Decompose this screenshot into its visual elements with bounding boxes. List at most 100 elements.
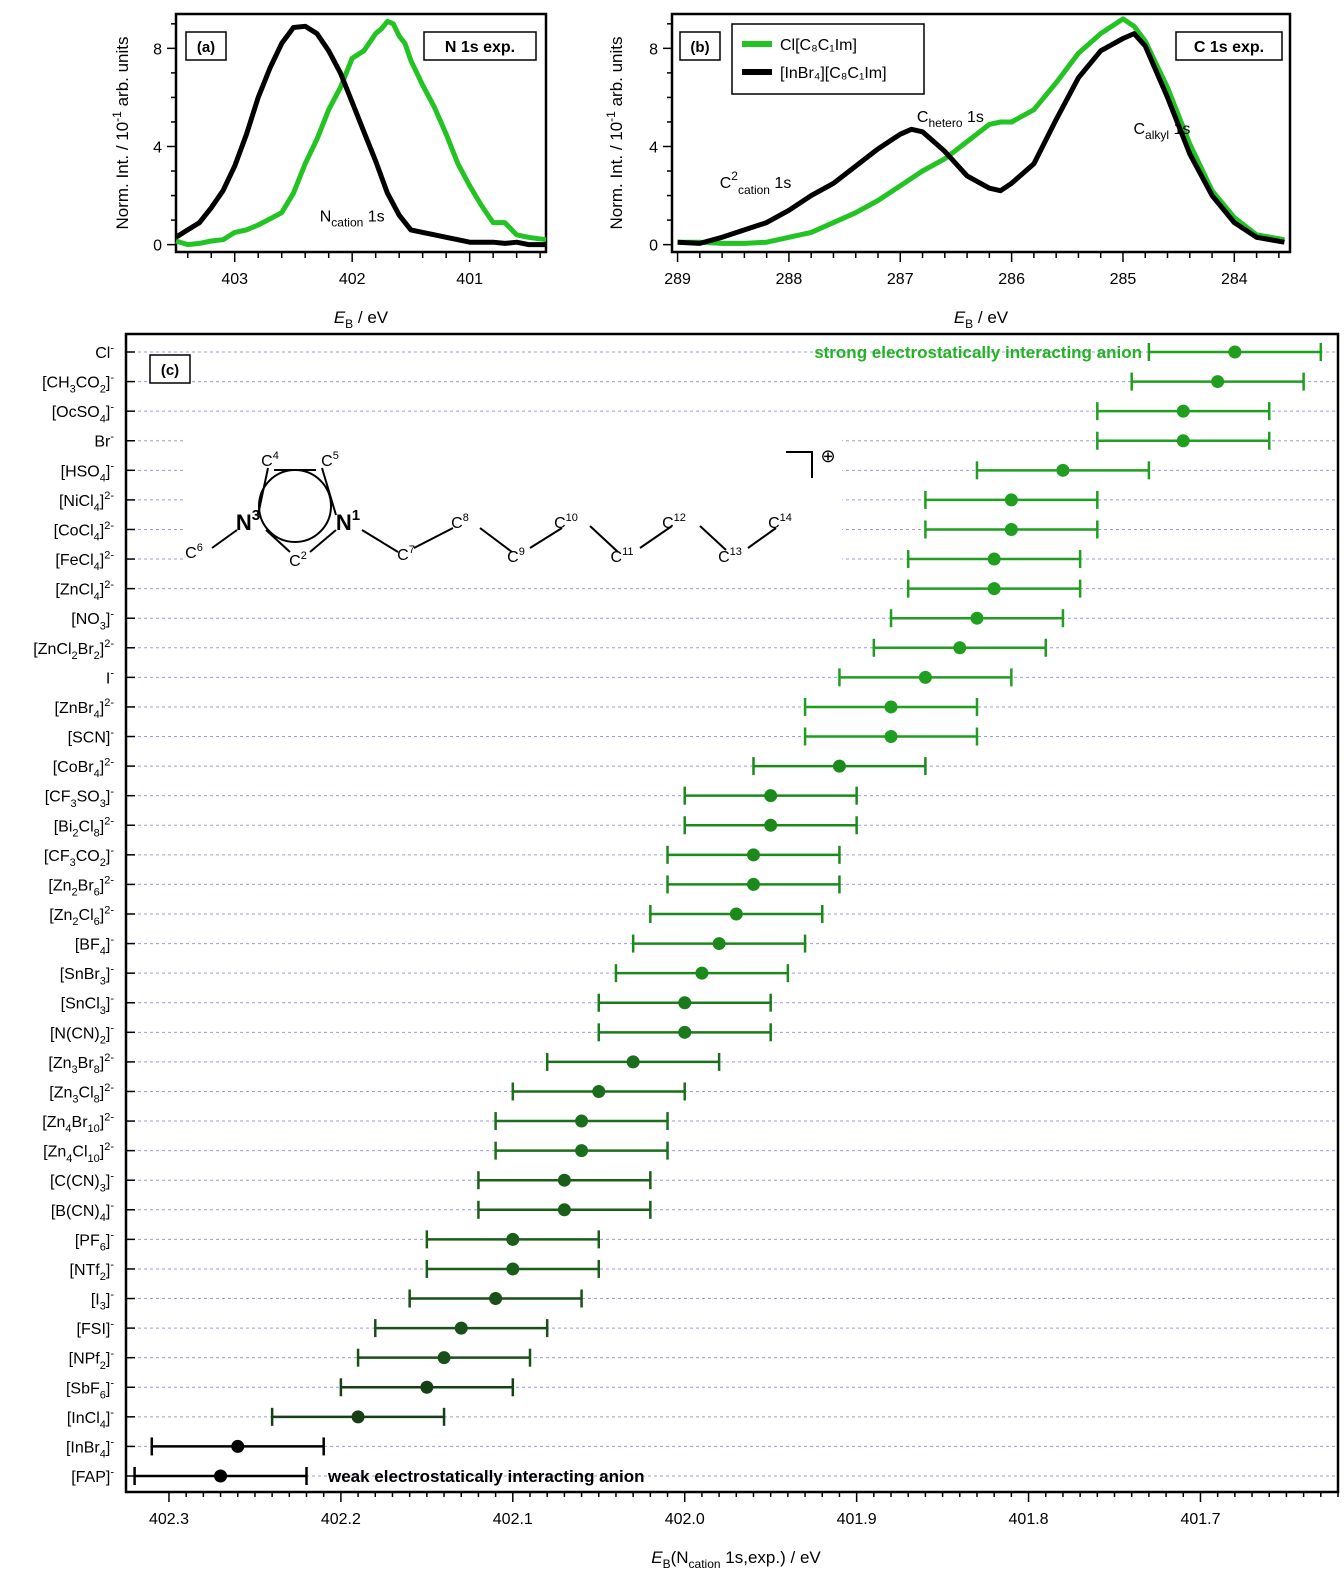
xtick-label: 402.3 xyxy=(149,1511,189,1528)
data-point xyxy=(626,1055,640,1069)
xtick-label: 402.1 xyxy=(493,1511,533,1528)
anion-row: [HSO4]- xyxy=(61,461,1151,485)
anion-row: [BF4]- xyxy=(75,934,807,958)
anion-label: [CF3SO3]- xyxy=(45,786,115,810)
anion-label: [Zn3Br8]2- xyxy=(48,1052,114,1076)
anion-label: [CH3CO2]- xyxy=(42,372,114,396)
bond xyxy=(699,525,727,551)
anion-label: [HSO4]- xyxy=(61,461,115,485)
anion-row: [CH3CO2]- xyxy=(42,372,1305,396)
data-point xyxy=(832,759,846,773)
anion-row: [FAP]- xyxy=(71,1466,308,1486)
data-point xyxy=(1211,375,1225,389)
data-point xyxy=(712,937,726,951)
anion-label: [FAP]- xyxy=(71,1466,114,1486)
atom-c10: C10 xyxy=(554,512,578,532)
anion-row: [SnBr3]- xyxy=(60,963,790,987)
anion-row: [Zn4Br10]2- xyxy=(42,1111,669,1135)
panel-c-letter: (c) xyxy=(161,362,179,379)
panel-b-xtick-label: 288 xyxy=(776,271,803,288)
panel-b-frame xyxy=(670,12,1292,254)
anion-row: [Bi2Cl8]2- xyxy=(54,816,858,840)
panel-a-title-box xyxy=(423,31,537,61)
atom-c9: C9 xyxy=(507,546,525,566)
panel-b-ytick-label: 4 xyxy=(649,139,658,156)
anion-label: [CF3CO2]- xyxy=(44,845,114,869)
atom-c2: C2 xyxy=(289,550,307,570)
bond xyxy=(589,525,619,553)
anion-row: I- xyxy=(106,668,1013,687)
anion-label: [FSI]- xyxy=(77,1318,115,1338)
data-point xyxy=(987,582,1001,596)
panel-b-xtick-label: 286 xyxy=(998,271,1025,288)
data-point xyxy=(695,966,709,980)
anion-row: [OcSO4]- xyxy=(52,401,1271,425)
anion-row: [ZnCl4]2- xyxy=(55,579,1082,603)
anion-row: [NO3]- xyxy=(71,608,1065,632)
anion-row: [SnCl3]- xyxy=(61,993,772,1017)
data-point xyxy=(489,1292,503,1306)
data-point xyxy=(437,1351,451,1365)
data-point xyxy=(592,1084,606,1098)
data-point xyxy=(557,1173,571,1187)
charge-bracket xyxy=(786,451,813,478)
anion-label: [Zn2Cl6]2- xyxy=(49,904,114,928)
panel-c-xlabel: EB(Ncation 1s,exp.) / eV xyxy=(651,1548,821,1571)
anion-label: [PF6]- xyxy=(75,1230,114,1254)
bond xyxy=(413,527,454,549)
anion-row: [NTf2]- xyxy=(70,1259,601,1283)
atom-c4: C4 xyxy=(261,450,279,470)
anion-label: [ZnBr4]2- xyxy=(55,697,115,721)
anion-row: [ZnCl2Br2]2- xyxy=(33,638,1047,662)
anion-row: [I3]- xyxy=(91,1289,583,1313)
panel-b-ytick-label: 8 xyxy=(649,41,658,58)
data-point xyxy=(970,611,984,625)
bond xyxy=(321,467,337,516)
anion-row: [Zn3Br8]2- xyxy=(48,1052,721,1076)
anion-label: [NTf2]- xyxy=(70,1259,115,1283)
anion-row: [NiCl4]2- xyxy=(59,490,1099,514)
data-point xyxy=(1056,463,1070,477)
anion-row: [SCN]- xyxy=(68,727,979,747)
anion-label: [SCN]- xyxy=(68,727,115,747)
data-point xyxy=(746,848,760,862)
panel-b-title-box xyxy=(1175,31,1283,61)
data-point xyxy=(678,996,692,1010)
anion-row: [InCl4]- xyxy=(67,1407,446,1431)
anion-row: [C(CN)3]- xyxy=(50,1170,652,1194)
atom-n1: N1 xyxy=(336,507,360,535)
data-point xyxy=(953,641,967,655)
strong-anion-label: strong electrostatically interacting ani… xyxy=(814,343,1142,362)
panel-b-series xyxy=(677,16,1285,246)
anion-label: [CoCl4]2- xyxy=(54,520,115,544)
panel-b-xlabel: EB / eV xyxy=(954,308,1009,331)
atom-c14: C14 xyxy=(768,512,792,532)
panel-a-xtick-label: 401 xyxy=(456,271,483,288)
anion-label: [ZnCl4]2- xyxy=(55,579,114,603)
legend-label-1: [InBr₄][C₈C₁Im] xyxy=(780,65,887,82)
data-point xyxy=(420,1380,434,1394)
data-point xyxy=(678,1025,692,1039)
panel-a-letter: (a) xyxy=(197,39,215,56)
data-point xyxy=(764,818,778,832)
anion-label: [Bi2Cl8]2- xyxy=(54,816,115,840)
anion-label: [NPf2]- xyxy=(69,1348,115,1372)
data-point xyxy=(1176,434,1190,448)
legend-label-0: Cl[C₈C₁Im] xyxy=(780,37,857,54)
panel-c-gridlines xyxy=(126,351,1338,1477)
data-point xyxy=(884,700,898,714)
xtick-label: 401.8 xyxy=(1009,1511,1049,1528)
anion-label: Cl- xyxy=(95,342,114,362)
xtick-label: 402.2 xyxy=(321,1511,361,1528)
structure-background xyxy=(186,440,842,578)
data-point xyxy=(884,730,898,744)
anion-row: [FeCl4]2- xyxy=(55,549,1082,573)
panel-b-xtick-label: 287 xyxy=(887,271,914,288)
panel-a-badge xyxy=(185,31,227,61)
